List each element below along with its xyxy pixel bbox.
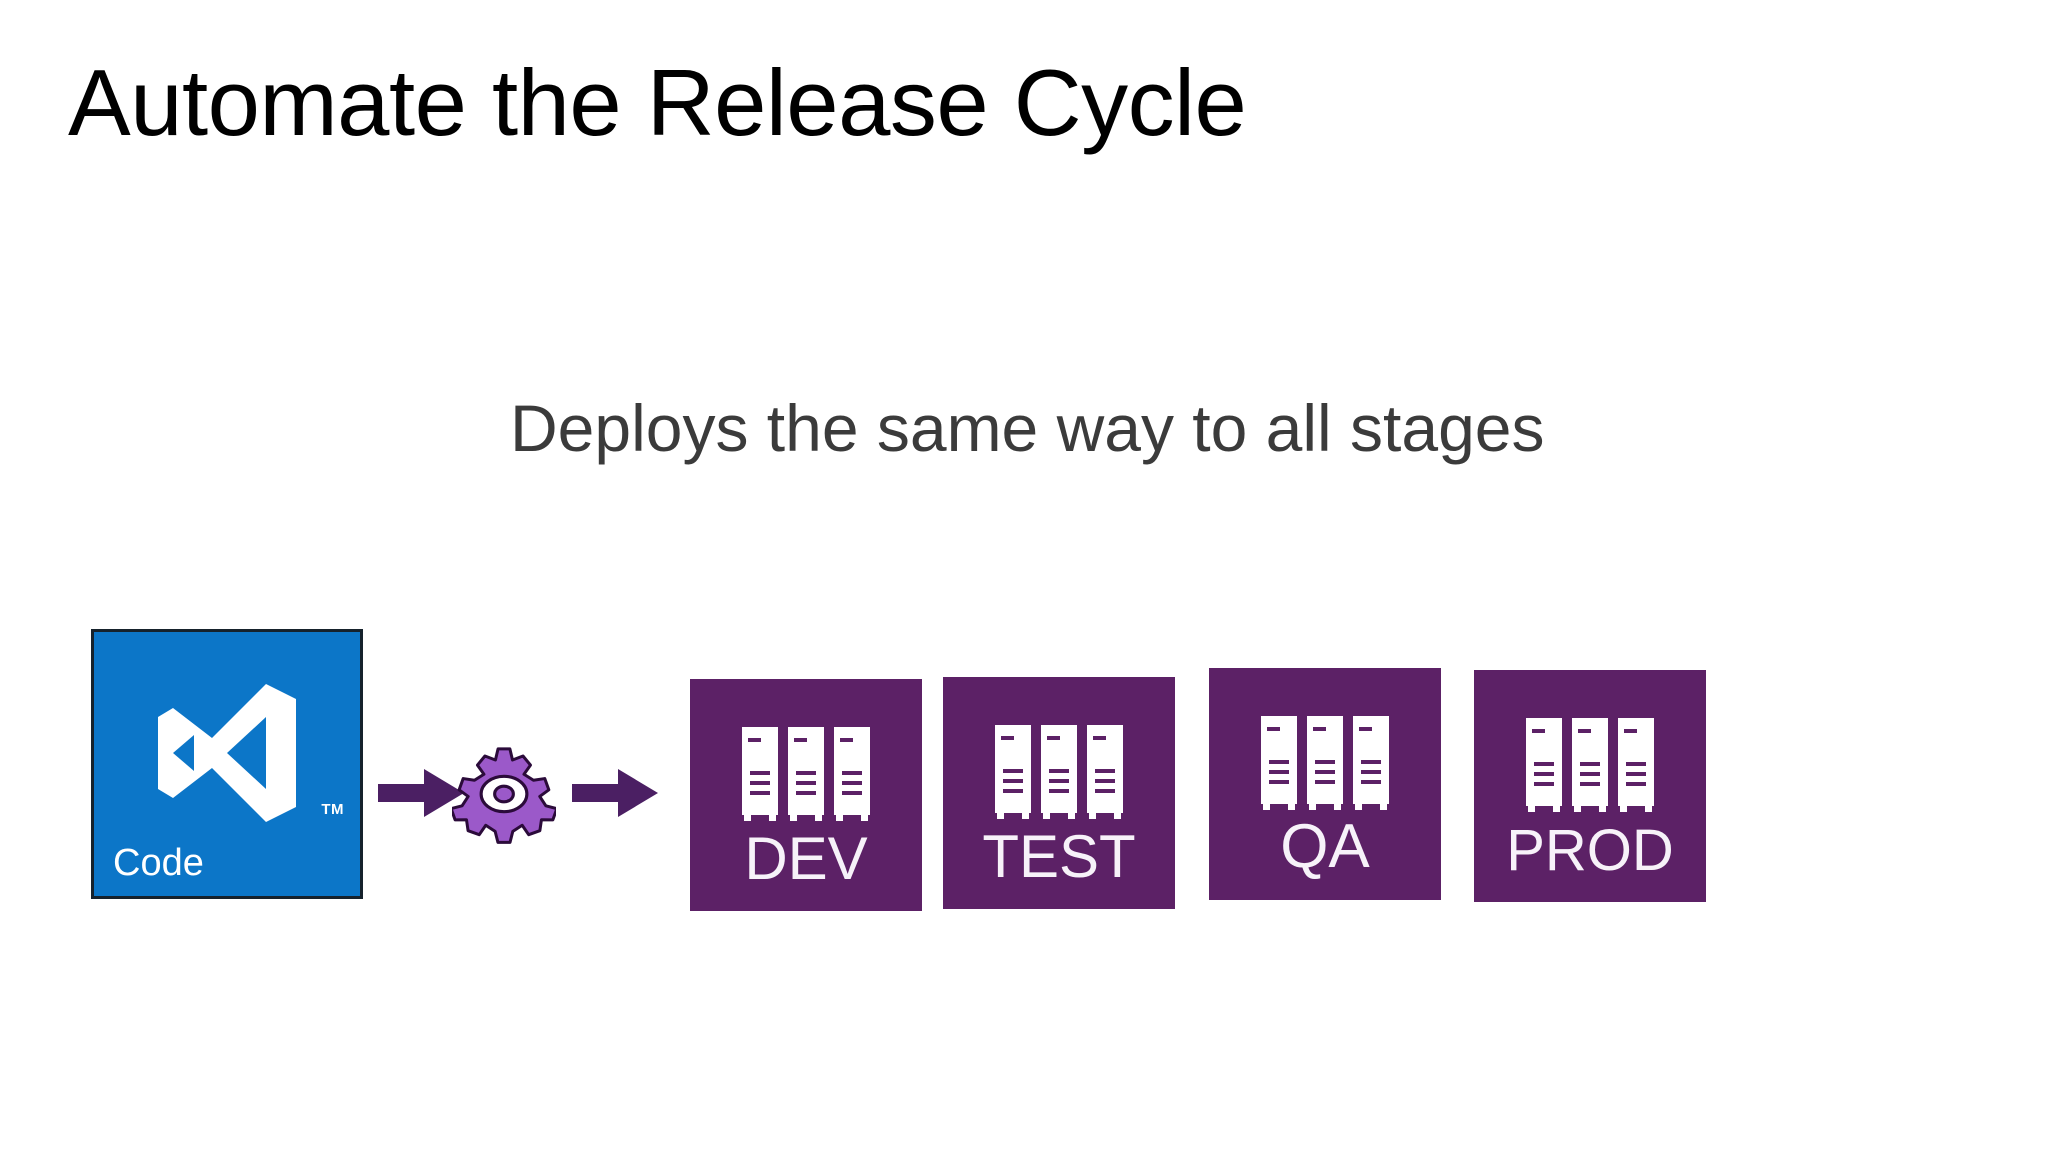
code-source-tile[interactable]: TM Code xyxy=(91,629,363,899)
stage-label: PROD xyxy=(1506,818,1674,883)
server-rack-icon xyxy=(1259,716,1391,816)
page-title: Automate the Release Cycle xyxy=(68,50,1247,155)
code-tile-label: Code xyxy=(113,842,204,884)
stage-tile-test[interactable]: TEST xyxy=(943,677,1175,909)
gear-icon[interactable] xyxy=(452,742,556,846)
server-rack-icon xyxy=(740,727,872,827)
slide-subtitle: Deploys the same way to all stages xyxy=(510,391,1545,465)
stage-tile-qa[interactable]: QA xyxy=(1209,668,1441,900)
stage-tile-dev[interactable]: DEV xyxy=(690,679,922,911)
visual-studio-logo-icon xyxy=(152,678,302,828)
stage-label: TEST xyxy=(982,823,1136,890)
stage-tile-prod[interactable]: PROD xyxy=(1474,670,1706,902)
server-rack-icon xyxy=(993,725,1125,825)
trademark-mark: TM xyxy=(321,801,344,818)
right-arrow-icon xyxy=(572,767,658,819)
stage-label: DEV xyxy=(744,825,868,892)
stage-label: QA xyxy=(1280,812,1370,881)
right-arrow-icon xyxy=(378,767,464,819)
server-rack-icon xyxy=(1524,718,1656,818)
